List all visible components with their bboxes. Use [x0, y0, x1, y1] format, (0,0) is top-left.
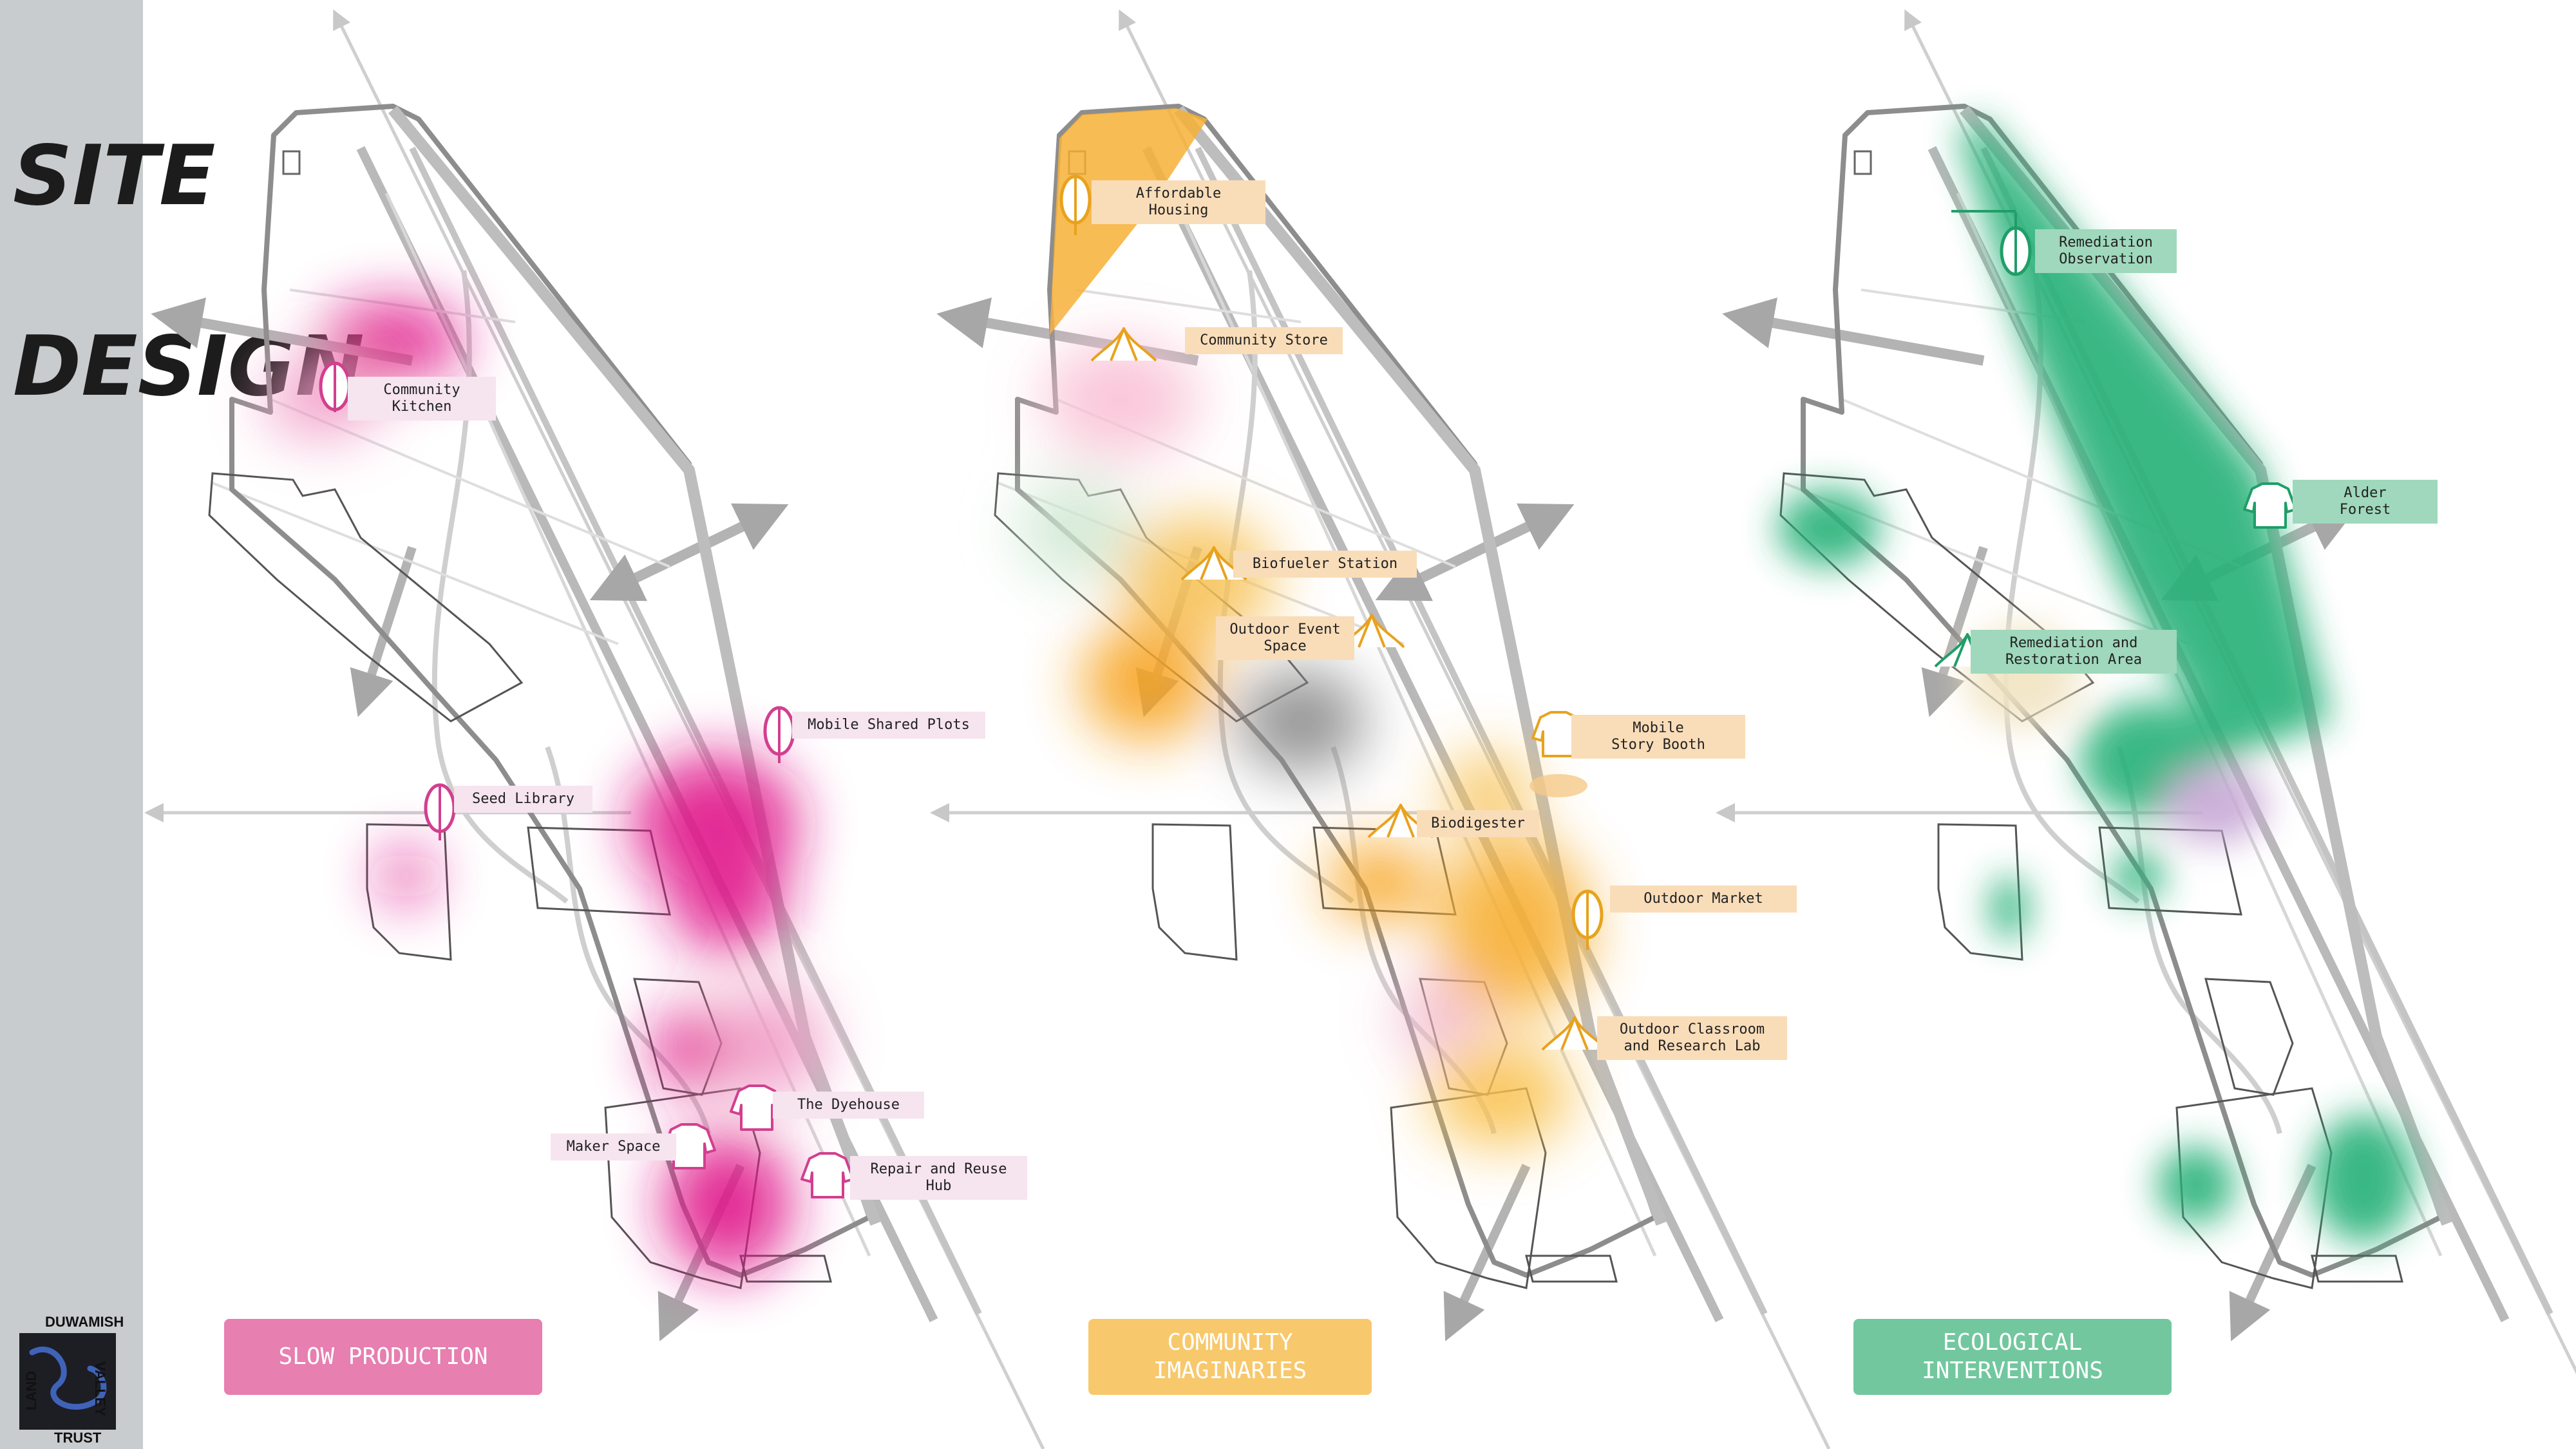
legend-ecological-interventions: ECOLOGICAL INTERVENTIONS [1853, 1319, 2172, 1395]
label-community-store: Community Store [1185, 327, 1343, 354]
seed-icon [1571, 889, 1604, 950]
label-remediation-restoration-area: Remediation and Restoration Area [1971, 630, 2177, 674]
label-mobile-story-booth: Mobile Story Booth [1571, 715, 1745, 759]
label-seed-library: Seed Library [454, 786, 592, 813]
legend-slow-production: SLOW PRODUCTION [224, 1319, 542, 1395]
map-slow-production [148, 13, 1043, 1449]
label-mobile-shared-plots: Mobile Shared Plots [792, 712, 985, 739]
label-maker-space: Maker Space [551, 1133, 676, 1160]
seed-icon [763, 706, 795, 763]
sweater-icon [2243, 482, 2297, 529]
sweater-icon [800, 1152, 855, 1198]
logo-text-bottom: TRUST [54, 1430, 102, 1446]
logo: DUWAMISH VALLEY LAND TRUST [19, 1314, 129, 1446]
label-community-kitchen: Community Kitchen [348, 377, 496, 421]
label-outdoor-classroom: Outdoor Classroom and Research Lab [1597, 1016, 1787, 1060]
logo-text-top: DUWAMISH [45, 1314, 124, 1330]
label-remediation-observation: Remediation Observation [2035, 229, 2177, 273]
peel-icon [1541, 1016, 1608, 1051]
map-ecological-interventions [1719, 13, 2576, 1449]
peel-icon [1090, 327, 1157, 362]
legend-community-imaginaries: COMMUNITY IMAGINARIES [1088, 1319, 1372, 1395]
sweater-icon [730, 1084, 784, 1131]
label-alder-forest: Alder Forest [2293, 480, 2438, 524]
label-repair-and-reuse-hub: Repair and Reuse Hub [850, 1156, 1027, 1200]
logo-mark [19, 1333, 116, 1430]
label-the-dyehouse: The Dyehouse [773, 1092, 924, 1119]
label-outdoor-market: Outdoor Market [1610, 886, 1797, 913]
label-affordable-housing: Affordable Housing [1092, 180, 1265, 224]
seed-icon [424, 783, 456, 840]
seed-icon [319, 361, 351, 412]
seed-icon [1951, 210, 2032, 276]
seed-icon [1059, 175, 1092, 235]
label-biodigester: Biodigester [1417, 810, 1539, 837]
label-biofueler-station: Biofueler Station [1233, 551, 1417, 578]
label-outdoor-event-space: Outdoor Event Space [1216, 616, 1354, 660]
